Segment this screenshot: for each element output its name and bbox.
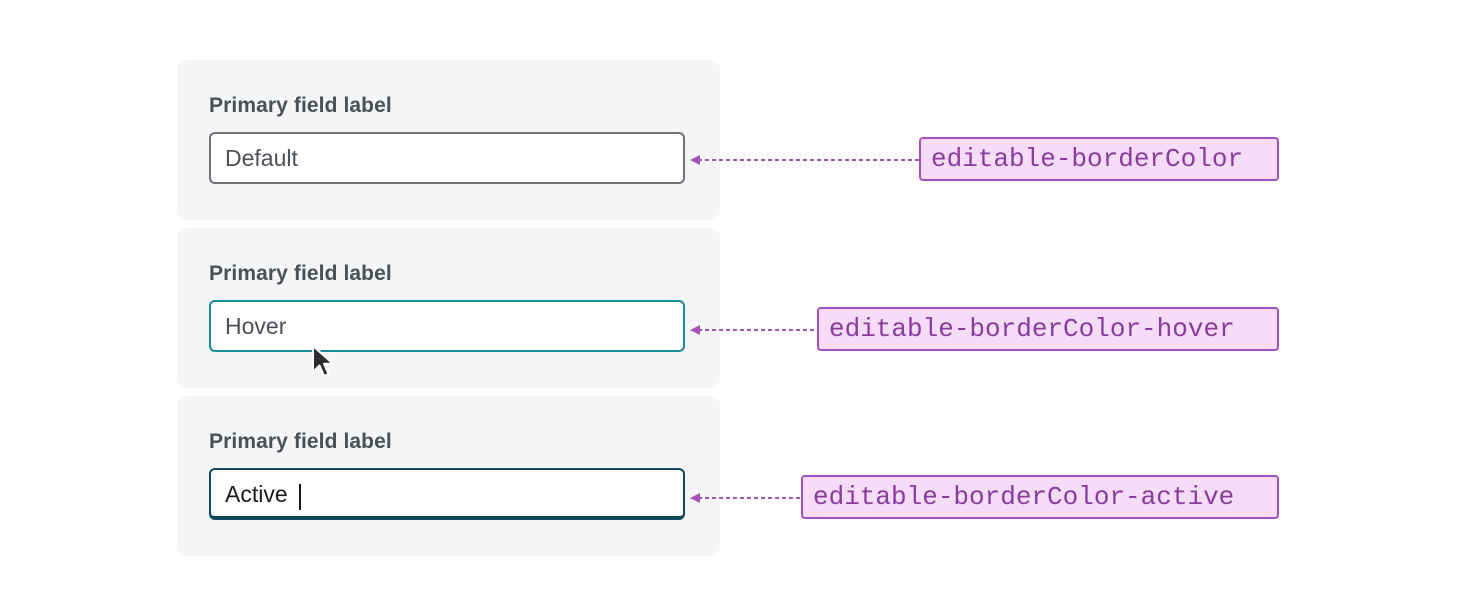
text-input-hover[interactable]: Hover [209,300,685,352]
text-input-active[interactable]: Active [209,468,685,520]
connector-arrow-hover [690,325,818,335]
input-value: Default [225,145,298,171]
field-label: Primary field label [209,94,392,117]
field-state-panel-active: Primary field label Active [177,396,720,556]
field-label: Primary field label [209,262,392,285]
field-state-panel-default: Primary field label Default [177,60,720,220]
input-value: Active [225,481,288,507]
token-label-border-color-hover: editable-borderColor-hover [817,307,1279,351]
input-value: Hover [225,313,287,339]
text-caret-icon [299,484,301,510]
connector-arrow-active [690,493,802,503]
text-input-default[interactable]: Default [209,132,685,184]
mouse-pointer-icon [312,345,334,377]
field-state-panel-hover: Primary field label Hover [177,228,720,388]
token-label-border-color: editable-borderColor [919,137,1279,181]
token-label-border-color-active: editable-borderColor-active [801,475,1279,519]
field-label: Primary field label [209,430,392,453]
connector-arrow-default [690,155,920,165]
